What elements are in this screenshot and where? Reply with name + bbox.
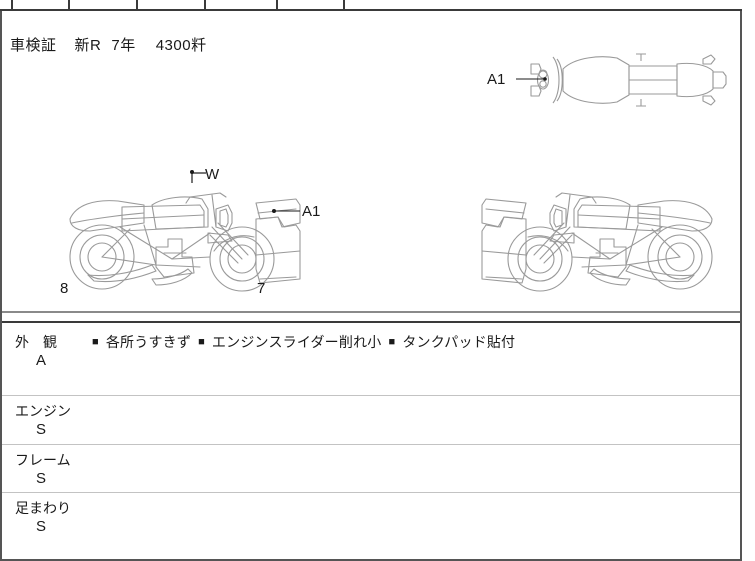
note-bullet-icon: ■: [92, 336, 99, 348]
condition-category-engine: エンジン: [15, 403, 71, 419]
registration-era: 新R: [74, 37, 102, 54]
motorcycle-side-view-right: [481, 192, 713, 292]
condition-notes-exterior: ■ 各所うすきず ■ エンジンスライダー削れ小 ■ タンクパッド貼付: [92, 332, 515, 352]
condition-row-engine: エンジン S: [2, 395, 740, 444]
condition-table-top-rule: [2, 321, 740, 323]
condition-grade-exterior: A: [36, 352, 47, 369]
illustration-band: A1: [2, 11, 740, 311]
condition-grade-frame: S: [36, 470, 47, 487]
frame-border-bottom: [0, 559, 742, 561]
motorcycle-side-view-left: [69, 192, 301, 292]
top-table-divider: [11, 0, 13, 9]
condition-grade-engine: S: [36, 421, 47, 438]
top-view-label-a1: A1: [487, 71, 506, 88]
condition-category-frame: フレーム: [15, 452, 71, 468]
condition-grade-suspension: S: [36, 518, 47, 535]
illustration-band-bottom-rule: [2, 311, 740, 313]
side-view-label-rear-wheel: 8: [60, 280, 69, 297]
frame-border-right: [740, 11, 742, 561]
side-view-label-a1: A1: [302, 203, 321, 220]
condition-note: 各所うすきず: [105, 334, 192, 350]
top-table-divider: [276, 0, 278, 9]
side-view-label-front-wheel: 7: [257, 280, 266, 297]
top-view-a1-leader-line: [516, 77, 547, 81]
note-bullet-icon: ■: [198, 336, 205, 348]
note-bullet-icon: ■: [388, 336, 396, 348]
motorcycle-top-view: [530, 53, 727, 107]
condition-row-rule: [2, 492, 740, 493]
registration-row: 車検証新R 7年 4300粁: [2, 11, 740, 121]
condition-row-frame: フレーム S: [2, 444, 740, 492]
condition-row-suspension: 足まわり S: [2, 492, 740, 559]
frame-border-left: [0, 11, 2, 561]
registration-mileage: 4300粁: [155, 37, 207, 54]
condition-note: エンジンスライダー削れ小: [211, 334, 382, 350]
top-cutoff-table-row: [0, 0, 742, 11]
top-table-divider: [136, 0, 138, 9]
top-table-divider: [68, 0, 70, 9]
side-view-a1-leader-line: [272, 209, 300, 213]
condition-row-rule: [2, 444, 740, 445]
registration-text: 車検証新R 7年 4300粁: [10, 34, 207, 55]
condition-row-exterior: 外 観 A ■ 各所うすきず ■ エンジンスライダー削れ小 ■ タンクパッド貼付: [2, 323, 740, 395]
top-table-divider: [204, 0, 206, 9]
condition-note: タンクパッド貼付: [402, 334, 516, 350]
top-table-divider: [343, 0, 345, 9]
side-view-w-leader-line: [190, 170, 206, 183]
registration-year: 7年: [111, 37, 136, 54]
condition-row-rule: [2, 395, 740, 396]
registration-label: 車検証: [10, 37, 57, 54]
condition-category-suspension: 足まわり: [15, 500, 71, 516]
condition-category-exterior: 外 観: [15, 334, 57, 350]
side-view-label-w: W: [205, 166, 220, 183]
